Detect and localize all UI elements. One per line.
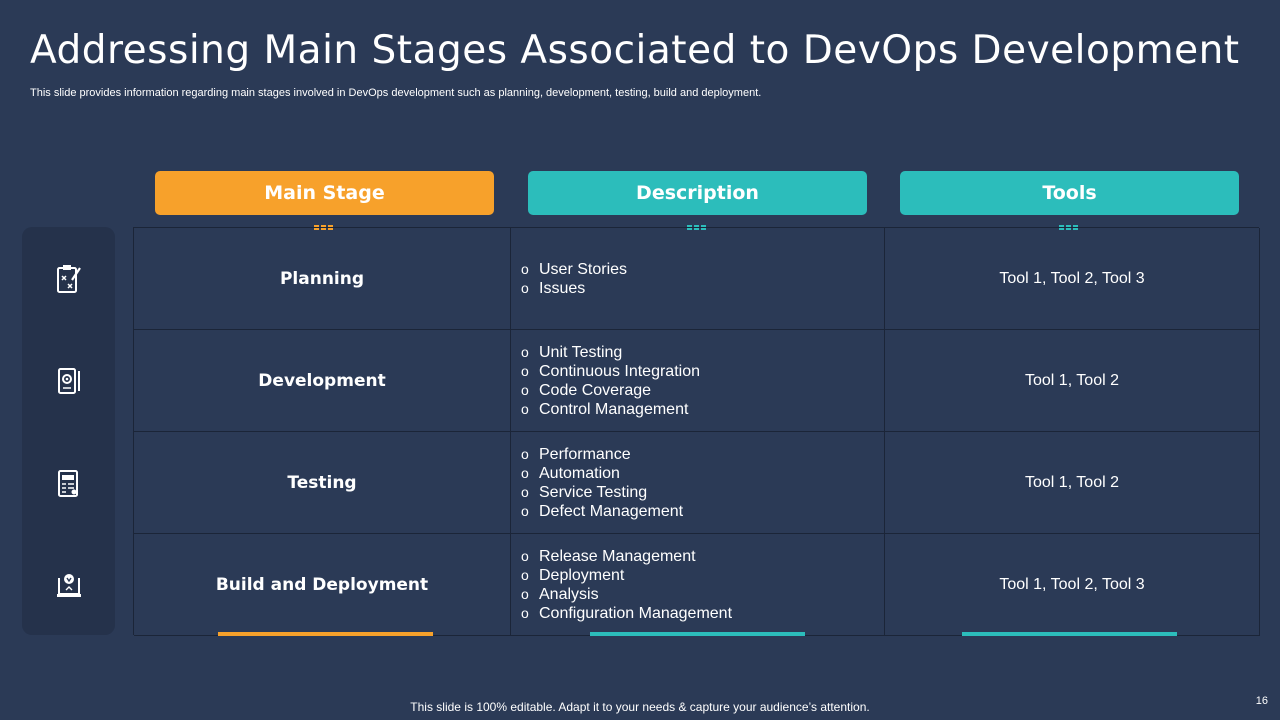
description-item: User Stories [521, 260, 627, 279]
header-main-stage: Main Stage [155, 171, 494, 215]
description-item: Deployment [521, 566, 732, 585]
stage-description: Release Management Deployment Analysis C… [511, 534, 885, 636]
description-list: Performance Automation Service Testing D… [511, 445, 683, 521]
description-item: Issues [521, 279, 627, 298]
description-item: Analysis [521, 585, 732, 604]
description-list: User Stories Issues [511, 260, 627, 298]
slide-subtitle: This slide provides information regardin… [30, 87, 762, 99]
table-row: Planning User Stories Issues Tool 1, Too… [134, 228, 1260, 330]
description-item: Code Coverage [521, 381, 700, 400]
stage-name: Build and Deployment [134, 534, 511, 636]
testing-checklist-icon [58, 470, 78, 497]
stage-tools: Tool 1, Tool 2, Tool 3 [885, 228, 1260, 330]
description-list: Unit Testing Continuous Integration Code… [511, 343, 700, 419]
description-item: Unit Testing [521, 343, 700, 362]
stage-description: Performance Automation Service Testing D… [511, 432, 885, 534]
description-item: Automation [521, 464, 683, 483]
header-description: Description [528, 171, 867, 215]
description-item: Continuous Integration [521, 362, 700, 381]
development-gear-document-icon [58, 368, 80, 394]
description-item: Service Testing [521, 483, 683, 502]
table-row: Development Unit Testing Continuous Inte… [134, 330, 1260, 432]
page-number: 16 [1255, 695, 1268, 707]
underline-tools [962, 632, 1177, 636]
icon-sidebar [22, 227, 115, 635]
stage-tools: Tool 1, Tool 2, Tool 3 [885, 534, 1260, 636]
planning-clipboard-icon [57, 265, 81, 293]
slide-title: Addressing Main Stages Associated to Dev… [30, 28, 1240, 73]
stage-description: User Stories Issues [511, 228, 885, 330]
stage-tools: Tool 1, Tool 2 [885, 432, 1260, 534]
stage-description: Unit Testing Continuous Integration Code… [511, 330, 885, 432]
header-tools: Tools [900, 171, 1239, 215]
table-row: Build and Deployment Release Management … [134, 534, 1260, 636]
description-item: Release Management [521, 547, 732, 566]
stage-name: Testing [134, 432, 511, 534]
stages-table: Planning User Stories Issues Tool 1, Too… [133, 227, 1260, 636]
description-list: Release Management Deployment Analysis C… [511, 547, 732, 623]
underline-main-stage [218, 632, 433, 636]
stage-name: Planning [134, 228, 511, 330]
underline-description [590, 632, 805, 636]
description-item: Control Management [521, 400, 700, 419]
deployment-laptop-icon [57, 574, 81, 597]
footer-note: This slide is 100% editable. Adapt it to… [410, 700, 870, 714]
description-item: Configuration Management [521, 604, 732, 623]
stage-name: Development [134, 330, 511, 432]
description-item: Defect Management [521, 502, 683, 521]
stage-tools: Tool 1, Tool 2 [885, 330, 1260, 432]
description-item: Performance [521, 445, 683, 464]
table-row: Testing Performance Automation Service T… [134, 432, 1260, 534]
